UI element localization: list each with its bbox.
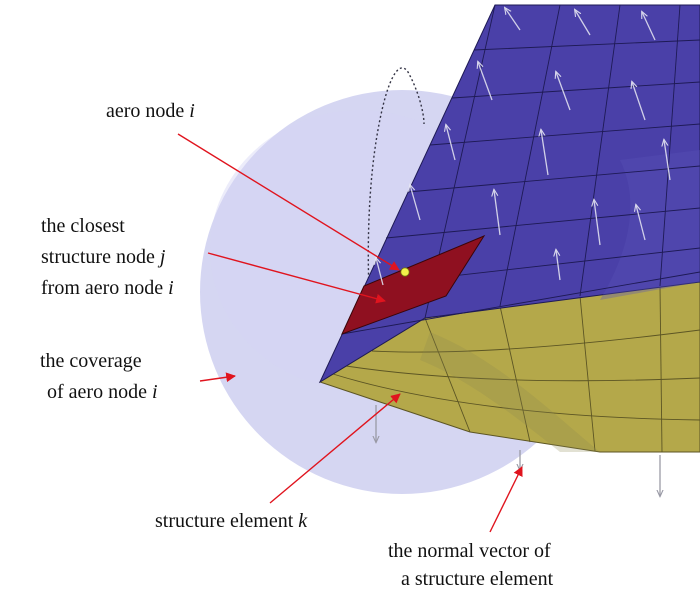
leader-coverage bbox=[199, 372, 236, 383]
svg-text:the closest: the closest bbox=[41, 215, 125, 237]
svg-text:of aero node i: of aero node i bbox=[47, 381, 158, 403]
svg-text:the coverage: the coverage bbox=[40, 350, 142, 372]
label-closest-structure-node: the closest structure node j from aero n… bbox=[41, 215, 174, 299]
svg-text:a structure element: a structure element bbox=[401, 568, 554, 590]
svg-text:structure node j: structure node j bbox=[41, 246, 166, 268]
leader-closest-node bbox=[207, 252, 386, 304]
label-normal-vector: the normal vector of a structure element bbox=[388, 540, 554, 590]
svg-text:the normal vector of: the normal vector of bbox=[388, 540, 551, 562]
label-structure-element: structure element k bbox=[155, 510, 308, 532]
leader-normal-vector bbox=[489, 466, 523, 533]
label-coverage: the coverage of aero node i bbox=[40, 350, 158, 403]
leader-structure-element bbox=[269, 393, 401, 504]
normal-vector-arrows bbox=[376, 8, 671, 286]
coverage-dotted-outline bbox=[367, 67, 425, 343]
highlighted-structure-element bbox=[341, 234, 486, 335]
svg-text:from aero node i: from aero node i bbox=[41, 277, 174, 299]
leader-aero-node bbox=[177, 133, 400, 271]
leader-lines bbox=[177, 133, 523, 533]
label-aero-node: aero node i bbox=[106, 100, 195, 122]
aero-node-dot bbox=[400, 267, 410, 277]
